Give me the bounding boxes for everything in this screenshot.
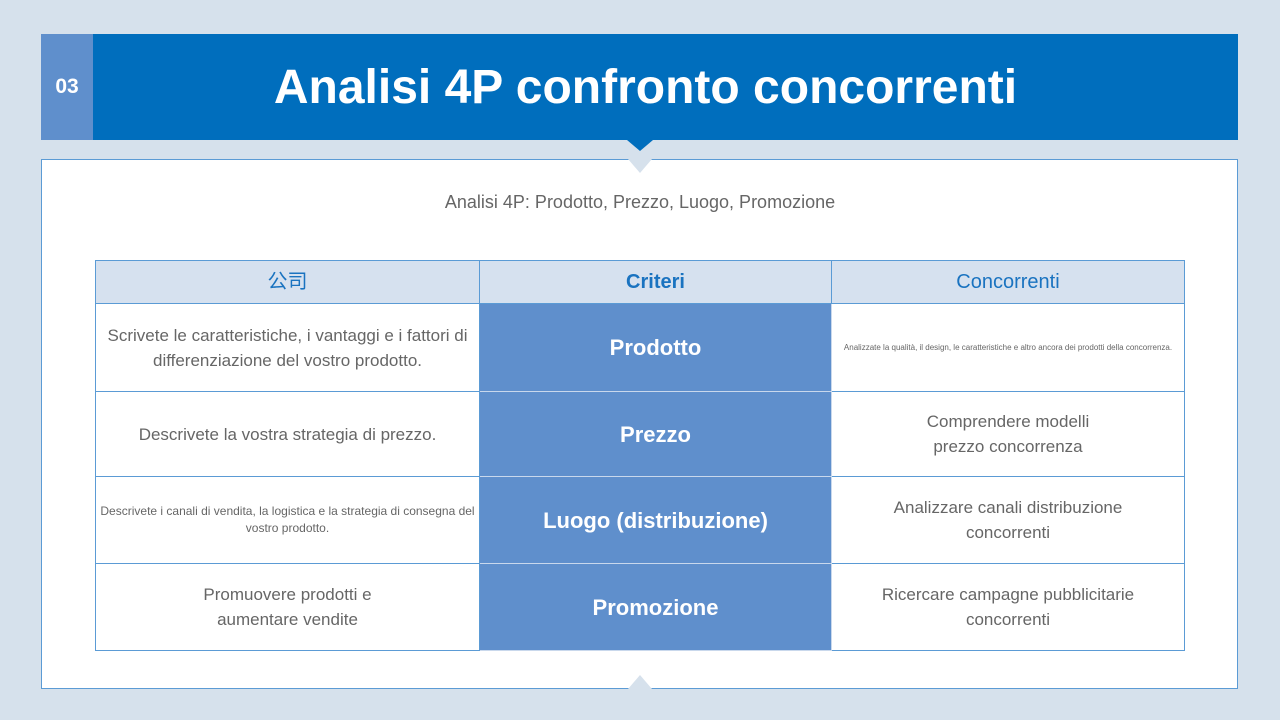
table-header: 公司 Criteri Concorrenti: [95, 260, 1185, 304]
card-bottom-notch: [628, 675, 652, 689]
card-top-notch: [628, 159, 652, 173]
table-row: Promuovere prodotti e aumentare vendite …: [95, 563, 1185, 651]
header-bar: 03 Analisi 4P confronto concorrenti: [41, 34, 1238, 140]
company-cell: Promuovere prodotti e aumentare vendite: [95, 563, 480, 651]
company-cell: Scrivete le caratteristiche, i vantaggi …: [95, 303, 480, 392]
page-title: Analisi 4P confronto concorrenti: [273, 60, 1018, 114]
competitors-cell: Analizzare canali distribuzione concorre…: [831, 476, 1185, 564]
company-cell: Descrivete i canali di vendita, la logis…: [95, 476, 480, 564]
header-pointer: [627, 140, 653, 151]
column-header-competitors: Concorrenti: [831, 260, 1185, 304]
criterion-cell: Promozione: [479, 563, 832, 651]
criterion-cell: Prodotto: [479, 303, 832, 392]
column-header-company: 公司: [95, 260, 480, 304]
competitors-cell: Analizzate la qualità, il design, le car…: [831, 303, 1185, 392]
subtitle: Analisi 4P: Prodotto, Prezzo, Luogo, Pro…: [444, 192, 836, 212]
comparison-table: 公司 Criteri Concorrenti Scrivete le carat…: [95, 260, 1185, 651]
criterion-cell: Prezzo: [479, 391, 832, 477]
table-row: Descrivete i canali di vendita, la logis…: [95, 476, 1185, 564]
table-row: Scrivete le caratteristiche, i vantaggi …: [95, 303, 1185, 392]
section-number: 03: [41, 34, 93, 140]
table-row: Descrivete la vostra strategia di prezzo…: [95, 391, 1185, 477]
company-cell: Descrivete la vostra strategia di prezzo…: [95, 391, 480, 477]
competitors-cell: Ricercare campagne pubblicitarie concorr…: [831, 563, 1185, 651]
criterion-cell: Luogo (distribuzione): [479, 476, 832, 564]
column-header-criteria: Criteri: [479, 260, 832, 304]
competitors-cell: Comprendere modelli prezzo concorrenza: [831, 391, 1185, 477]
